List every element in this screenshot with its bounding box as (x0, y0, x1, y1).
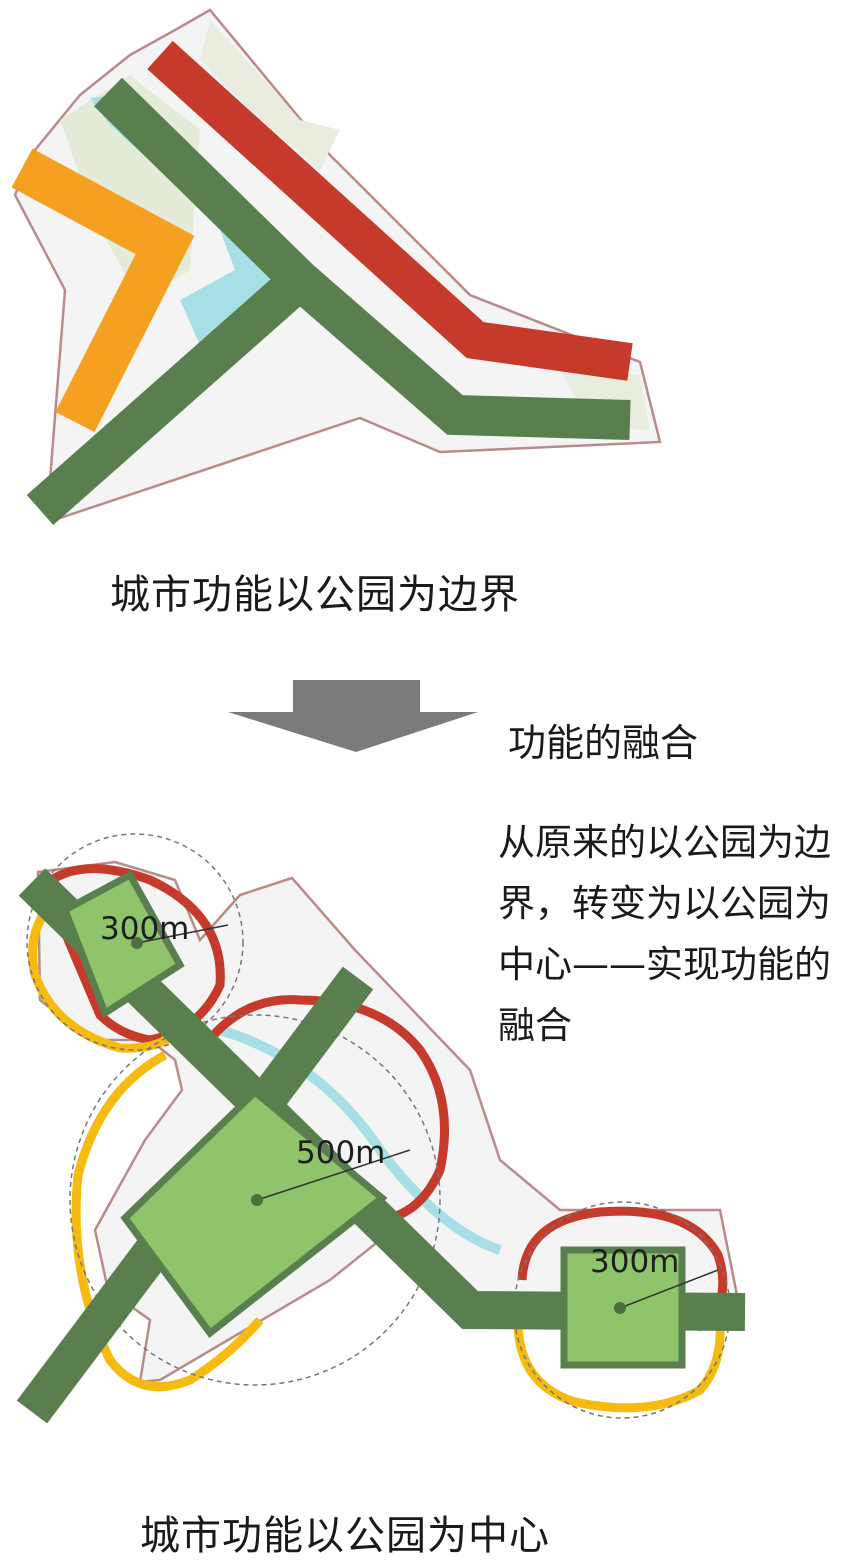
top-caption: 城市功能以公园为边界 (110, 572, 520, 618)
center-dot (251, 1194, 263, 1206)
park-band-cross (16, 966, 374, 1424)
park-band-main (94, 77, 631, 440)
center-dot (131, 937, 143, 949)
down-arrow-icon (228, 680, 478, 752)
water-body (90, 95, 285, 345)
radius-circle-300m (26, 833, 244, 1051)
red-function-band (147, 40, 633, 381)
radius-label-300m: 300m (590, 1244, 679, 1280)
red-function-loop (39, 864, 225, 1045)
map-patch (200, 20, 340, 170)
radius-circle-500m (69, 1014, 441, 1386)
radius-label-300m: 300m (100, 911, 189, 947)
red-function-loop (517, 1206, 728, 1323)
radius-line (619, 1269, 719, 1309)
radius-line (136, 924, 229, 944)
park-band-branch (26, 265, 314, 525)
park-square-small (60, 870, 185, 1019)
bottom-caption: 城市功能以公园为中心 (140, 1513, 550, 1559)
park-square-right (560, 1246, 686, 1369)
orange-function-band (11, 148, 195, 432)
center-dot (614, 1302, 626, 1314)
radius-label-500m: 500m (296, 1135, 385, 1171)
top-diagram (11, 8, 662, 525)
yellow-function-loop (28, 896, 179, 1053)
radius-circle-300m (513, 1201, 731, 1419)
radius-line (256, 1149, 411, 1201)
park-square-large (120, 1087, 388, 1338)
yellow-function-loop (513, 1324, 725, 1413)
yellow-function-loop (71, 1051, 264, 1392)
fusion-description: 从原来的以公园为边界，转变为以公园为中心——实现功能的融合 (498, 821, 831, 1047)
fusion-label: 功能的融合 (508, 721, 699, 765)
red-function-loop (191, 995, 449, 1225)
water-body (218, 1025, 502, 1255)
